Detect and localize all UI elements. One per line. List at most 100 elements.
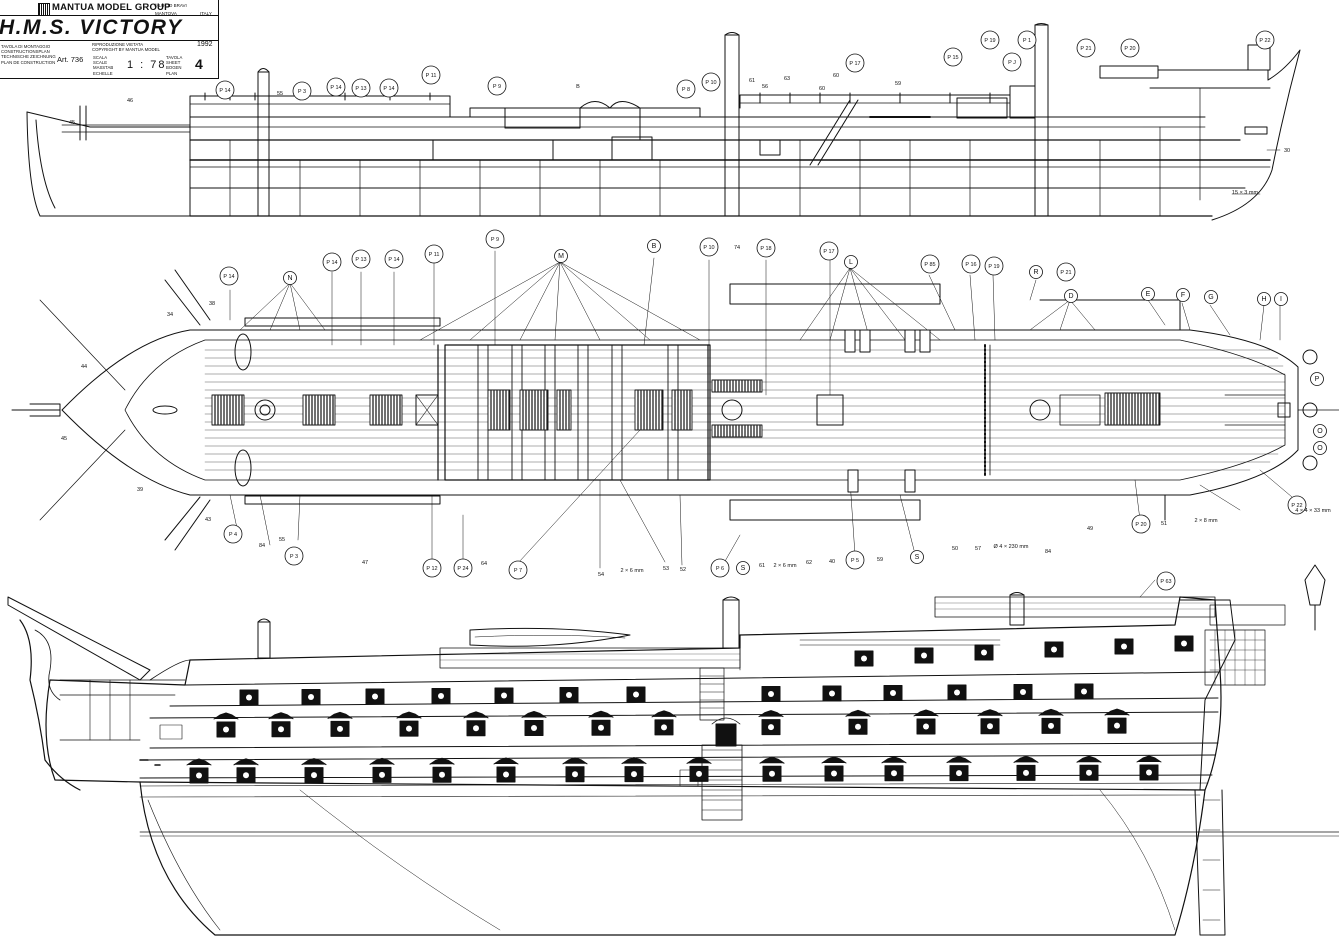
hull-curve — [147, 799, 221, 931]
stern-counter — [26, 111, 191, 217]
brand-name: MANTUA MODEL GROUP — [52, 2, 171, 13]
waist-bulwark — [469, 107, 701, 118]
deck-edge — [124, 339, 1286, 481]
hatch — [816, 394, 844, 426]
callout-circle — [676, 79, 696, 99]
callout-label: L — [849, 259, 853, 266]
callout-label: P 21 — [1060, 270, 1071, 276]
country: ITALY — [200, 11, 212, 16]
callout-circle — [1131, 514, 1151, 534]
gun-port — [759, 756, 785, 782]
forecastle-rail — [1157, 69, 1269, 81]
part-number: 49 — [1087, 526, 1093, 532]
rudder-pintles — [1202, 799, 1221, 921]
longitudinal-section — [26, 23, 1301, 221]
mast-cap — [1034, 23, 1049, 26]
callout-label: P 6 — [716, 566, 724, 572]
gun-carriage — [904, 329, 916, 353]
hawse-pipe — [1244, 126, 1268, 135]
gun-port — [914, 647, 934, 664]
stern-rail — [26, 111, 191, 128]
part-number: 59 — [895, 81, 901, 87]
entry-pediment — [711, 717, 741, 725]
tiller-housing — [1224, 394, 1286, 426]
callout-circle — [1257, 292, 1271, 306]
gun-port — [1114, 638, 1134, 655]
entry-steps — [701, 744, 743, 821]
callout-label: P — [1315, 376, 1320, 383]
gun-port — [588, 710, 614, 736]
callout-circle — [710, 558, 730, 578]
gun-port — [1136, 755, 1162, 781]
fore-stub — [1009, 594, 1025, 626]
deck-line — [61, 124, 191, 133]
companion — [415, 394, 439, 426]
grating — [556, 389, 572, 431]
gun-port — [651, 710, 677, 736]
forecastle — [739, 94, 1011, 109]
gun-port — [1174, 635, 1194, 652]
callout-label: P 14 — [223, 274, 234, 280]
callout-label: P 9 — [491, 237, 499, 243]
gun-port — [821, 756, 847, 782]
part-number: 44 — [81, 364, 87, 370]
callout-circle — [920, 254, 940, 274]
callout-label: S — [741, 565, 746, 572]
caption-line: MASSTAB — [93, 65, 114, 71]
callout-label: F — [1181, 292, 1185, 299]
callout-circle — [322, 252, 342, 272]
rights-line: © LUCIO BRAVI — [154, 3, 187, 8]
leader-line — [1139, 579, 1156, 598]
grating — [711, 379, 763, 393]
companion — [415, 394, 439, 426]
hammock-netting — [934, 596, 1216, 618]
grating — [211, 394, 245, 426]
part-number: 60 — [819, 86, 825, 92]
grating — [369, 394, 403, 426]
caption-right: RIPRODUZIONE VIETATA COPYRIGHT BY MANTUA… — [92, 42, 160, 52]
capstan — [1029, 399, 1051, 421]
capstan — [721, 399, 743, 421]
callout-label: P 13 — [355, 86, 366, 92]
callout-circle — [701, 72, 721, 92]
callout-label: P 18 — [760, 246, 771, 252]
callout-circle — [1255, 30, 1275, 50]
part-number: 54 — [598, 572, 604, 578]
cabin-block — [956, 97, 1008, 119]
part-number: 46 — [127, 98, 133, 104]
callout-label: N — [287, 275, 292, 282]
callout-circle — [351, 78, 371, 98]
stern-lantern — [1304, 564, 1326, 606]
part-number: 4 × 4 × 33 mm — [1295, 508, 1331, 514]
callout-label: P 14 — [330, 85, 341, 91]
head-rails — [59, 679, 186, 741]
gun-port — [947, 684, 967, 701]
part-number: 2 × 6 mm — [620, 568, 643, 574]
gun-port — [686, 756, 712, 782]
callout-circle — [1204, 290, 1218, 304]
gun-port — [758, 710, 784, 736]
skid-beams — [504, 107, 581, 129]
callout-label: P 5 — [851, 558, 859, 564]
callout-circle — [984, 256, 1004, 276]
part-number: 30 — [1284, 148, 1290, 154]
quarterdeck — [189, 95, 451, 118]
channel — [729, 283, 941, 305]
gun-port — [369, 757, 395, 783]
callout-circle — [326, 77, 346, 97]
callout-label: P 20 — [1124, 46, 1135, 52]
gun-port — [233, 758, 259, 784]
upper-hull — [45, 596, 1222, 791]
year: 1992 — [197, 41, 213, 48]
callout-label: P 17 — [849, 61, 860, 67]
part-number: 15 × 3 mm — [1232, 190, 1259, 196]
cutwater — [19, 619, 81, 791]
part-number: 74 — [734, 245, 740, 251]
callout-circle — [845, 550, 865, 570]
callout-circle — [1029, 265, 1043, 279]
callout-label: P 3 — [298, 89, 306, 95]
gun-port — [301, 758, 327, 784]
gun-port — [396, 711, 422, 737]
galley-stove — [1009, 85, 1036, 119]
